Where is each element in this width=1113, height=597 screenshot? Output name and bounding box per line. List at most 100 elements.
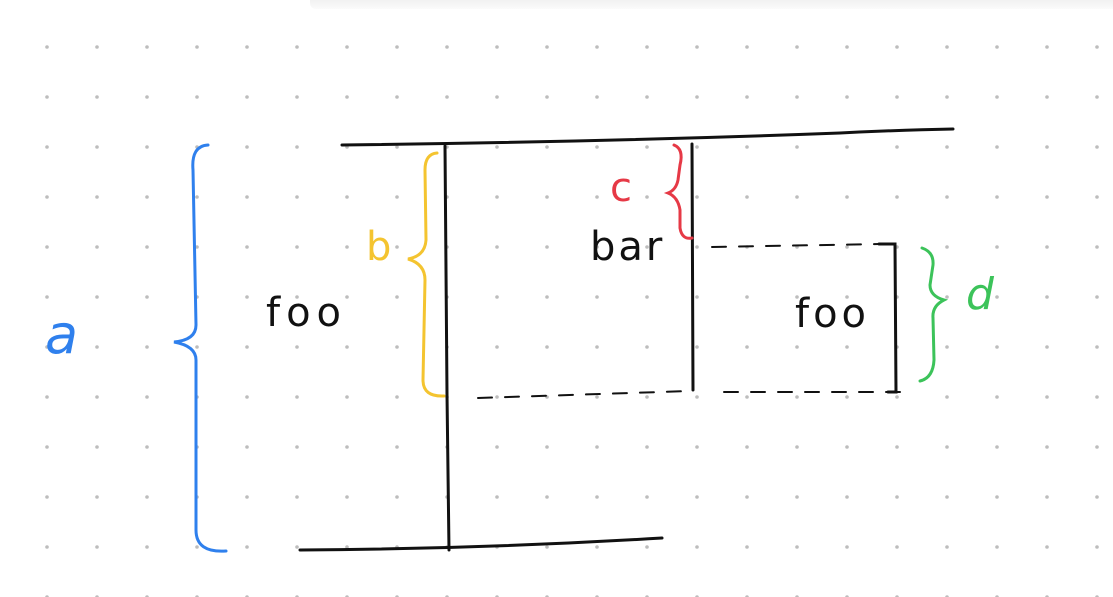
- grid-dot: [345, 195, 349, 199]
- brace-b-yellow: [407, 151, 446, 398]
- grid-dot: [145, 245, 149, 249]
- grid-dot: [695, 545, 699, 549]
- label-foo-left: foo: [266, 290, 347, 336]
- grid-dot: [1045, 195, 1049, 199]
- grid-dot: [45, 195, 49, 199]
- grid-dot: [345, 495, 349, 499]
- grid-dot: [245, 445, 249, 449]
- label-a: a: [45, 303, 78, 366]
- label-c: c: [610, 165, 632, 211]
- grid-dot: [945, 395, 949, 399]
- grid-dot: [495, 295, 499, 299]
- grid-dot: [845, 545, 849, 549]
- grid-dot: [345, 545, 349, 549]
- grid-dot: [45, 95, 49, 99]
- grid-dot: [245, 395, 249, 399]
- grid-dot: [995, 395, 999, 399]
- grid-dot: [395, 495, 399, 499]
- dashed-lines: [477, 243, 901, 399]
- grid-dot: [695, 345, 699, 349]
- grid-dot: [395, 445, 399, 449]
- grid-dot: [545, 295, 549, 299]
- grid-dot: [945, 145, 949, 149]
- grid-dot: [1045, 495, 1049, 499]
- grid-dot: [745, 145, 749, 149]
- grid-dot: [395, 245, 399, 249]
- grid-dot: [995, 245, 999, 249]
- grid-dot: [845, 95, 849, 99]
- grid-dot: [145, 545, 149, 549]
- grid-dot: [295, 245, 299, 249]
- grid-dot: [745, 495, 749, 499]
- grid-dot: [95, 145, 99, 149]
- grid-dot: [595, 395, 599, 399]
- grid-dot: [645, 345, 649, 349]
- grid-dot: [345, 445, 349, 449]
- grid-dot: [395, 345, 399, 349]
- grid-dot: [845, 445, 849, 449]
- grid-dot: [595, 245, 599, 249]
- grid-dot: [1095, 495, 1099, 499]
- grid-dot: [945, 345, 949, 349]
- grid-dot: [495, 45, 499, 49]
- grid-dot: [1045, 95, 1049, 99]
- grid-dot: [245, 295, 249, 299]
- grid-dot: [195, 45, 199, 49]
- grid-dot: [195, 195, 199, 199]
- grid-dot: [595, 345, 599, 349]
- brace-a-blue: [173, 143, 228, 553]
- grid-dot: [1095, 445, 1099, 449]
- grid-dot: [145, 445, 149, 449]
- grid-dot: [495, 345, 499, 349]
- grid-dot: [995, 45, 999, 49]
- grid-dot: [695, 495, 699, 499]
- grid-dot: [795, 195, 799, 199]
- grid-dot: [795, 295, 799, 299]
- grid-dot: [95, 295, 99, 299]
- grid-dot: [495, 495, 499, 499]
- grid-dot: [895, 45, 899, 49]
- grid-dot: [795, 495, 799, 499]
- top-line: [340, 127, 955, 147]
- grid-dot: [595, 445, 599, 449]
- grid-dot: [445, 95, 449, 99]
- grid-dot: [195, 95, 199, 99]
- grid-dot: [295, 445, 299, 449]
- brace-c-red: [663, 143, 694, 240]
- label-b: b: [366, 224, 391, 270]
- right-vertical-line: [690, 142, 695, 392]
- dashed-line-lower-left: [477, 390, 691, 399]
- grid-dot: [1095, 245, 1099, 249]
- grid-dot: [595, 45, 599, 49]
- grid-dot: [45, 445, 49, 449]
- grid-dot: [245, 245, 249, 249]
- grid-dot: [1095, 545, 1099, 549]
- grid-dot: [345, 245, 349, 249]
- grid-dot: [295, 95, 299, 99]
- grid-dot: [545, 445, 549, 449]
- grid-dot: [695, 45, 699, 49]
- grid-dot: [545, 95, 549, 99]
- grid-dot: [145, 345, 149, 349]
- grid-dot: [645, 445, 649, 449]
- grid-dot: [695, 95, 699, 99]
- grid-dot: [945, 95, 949, 99]
- grid-dot: [845, 245, 849, 249]
- grid-dot: [645, 545, 649, 549]
- grid-dot: [695, 395, 699, 399]
- grid-dot: [645, 195, 649, 199]
- grid-dot: [595, 195, 599, 199]
- grid-dot: [445, 45, 449, 49]
- grid-dot: [395, 395, 399, 399]
- grid-dot: [845, 195, 849, 199]
- dot-grid: [45, 45, 1099, 597]
- grid-dot: [295, 345, 299, 349]
- grid-dot: [495, 395, 499, 399]
- grid-dot: [895, 445, 899, 449]
- grid-dot: [145, 145, 149, 149]
- grid-dot: [95, 45, 99, 49]
- grid-dot: [195, 345, 199, 349]
- grid-dot: [245, 195, 249, 199]
- grid-dot: [845, 45, 849, 49]
